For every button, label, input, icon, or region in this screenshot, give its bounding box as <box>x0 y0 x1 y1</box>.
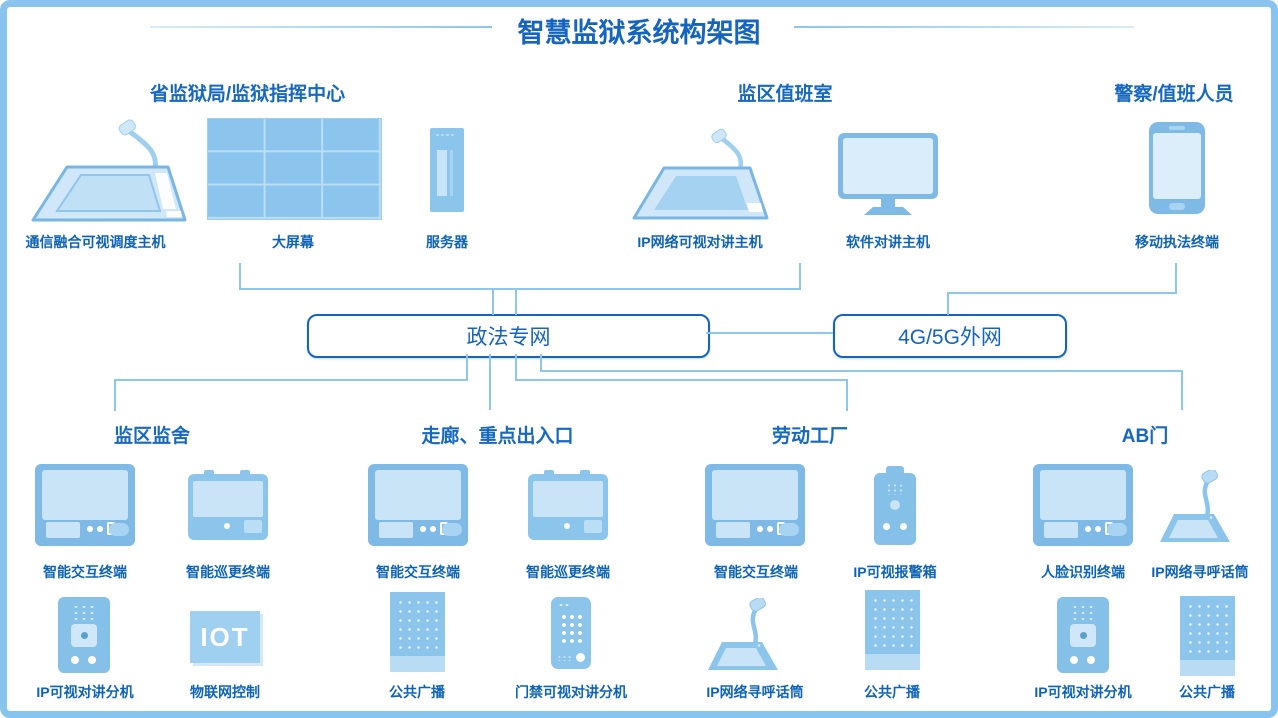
network-label: 政法专网 <box>466 326 551 349</box>
connector-line <box>492 288 494 315</box>
device-label: 服务器 <box>426 234 468 250</box>
door-intercom-icon <box>1057 597 1109 673</box>
device-label: 智能巡更终端 <box>526 564 610 580</box>
group-header-command-center: 省监狱局/监狱指挥中心 <box>149 84 346 105</box>
speaker-panel-icon <box>1180 596 1235 676</box>
device-label: IP网络寻呼话筒 <box>706 684 804 700</box>
connector-line <box>515 379 848 381</box>
network-label: 4G/5G外网 <box>898 326 1002 349</box>
speaker-panel-icon <box>865 590 920 670</box>
iot-box-icon: IOT <box>190 611 260 663</box>
connector-line <box>239 263 241 290</box>
server-icon <box>430 128 464 212</box>
paging-mic-icon <box>700 598 788 674</box>
iot-badge: IOT <box>200 621 250 652</box>
device-label: 门禁可视对讲分机 <box>515 684 627 700</box>
group-header-duty-room: 监区值班室 <box>737 84 833 105</box>
face-terminal-icon <box>1033 464 1133 546</box>
monitor-icon <box>838 133 938 215</box>
patrol-terminal-icon <box>188 470 268 540</box>
network-node-4g5g-external-network: 4G/5G外网 <box>833 314 1067 358</box>
device-label: IP网络可视对讲主机 <box>637 234 763 250</box>
door-intercom-icon <box>58 597 110 673</box>
device-label: 公共广播 <box>389 684 445 700</box>
device-label: 人脸识别终端 <box>1041 564 1125 580</box>
device-label: IP可视对讲分机 <box>36 684 134 700</box>
group-header-police: 警察/值班人员 <box>1114 84 1234 105</box>
device-label: 大屏幕 <box>272 234 314 250</box>
connector-line <box>1181 370 1183 410</box>
device-label: 软件对讲主机 <box>846 234 930 250</box>
keypad-intercom-icon <box>551 597 591 669</box>
patrol-terminal-icon <box>528 470 608 540</box>
speaker-panel-icon <box>390 592 445 672</box>
title-left-rule <box>150 26 492 28</box>
group-header-corridor: 走廊、重点出入口 <box>421 426 574 447</box>
connector-line <box>947 292 1177 294</box>
group-header-ab-gate: AB门 <box>1121 426 1169 447</box>
connector-line <box>466 354 468 381</box>
device-label: 物联网控制 <box>190 684 260 700</box>
network-node-justice-private-network: 政法专网 <box>307 314 710 358</box>
connector-line <box>114 379 468 381</box>
connector-line <box>239 288 801 290</box>
interactive-terminal-icon <box>368 464 468 546</box>
device-label: 智能巡更终端 <box>186 564 270 580</box>
intercom-console-icon <box>622 128 772 223</box>
group-header-cells: 监区监舍 <box>113 426 190 447</box>
paging-mic-icon <box>1152 470 1240 546</box>
connector-line <box>489 354 491 410</box>
connector-line <box>706 332 833 334</box>
device-label: 智能交互终端 <box>714 564 798 580</box>
connector-line <box>799 263 801 290</box>
group-header-factory: 劳动工厂 <box>771 426 848 447</box>
connector-line <box>540 354 542 372</box>
connector-line <box>1175 263 1177 294</box>
device-label: 公共广播 <box>864 684 920 700</box>
connector-line <box>947 292 949 315</box>
page-title: 智慧监狱系统构架图 <box>517 18 761 48</box>
device-label: 智能交互终端 <box>43 564 127 580</box>
dispatch-console-icon <box>15 115 190 227</box>
connector-line <box>114 379 116 411</box>
smartphone-icon <box>1149 122 1205 214</box>
device-label: 智能交互终端 <box>376 564 460 580</box>
connector-line <box>846 379 848 411</box>
title-right-rule <box>794 26 1134 28</box>
device-label: IP可视对讲分机 <box>1034 684 1132 700</box>
device-label: IP可视报警箱 <box>853 564 937 580</box>
alarm-box-icon <box>874 466 916 545</box>
connector-line <box>515 354 517 381</box>
device-label: 公共广播 <box>1179 684 1235 700</box>
device-label: 通信融合可视调度主机 <box>25 234 166 250</box>
interactive-terminal-icon <box>35 464 135 546</box>
video-wall-icon <box>207 118 382 220</box>
connector-line <box>540 370 1183 372</box>
connector-line <box>515 288 517 315</box>
interactive-terminal-icon <box>705 464 805 546</box>
device-label: IP网络寻呼话筒 <box>1151 564 1249 580</box>
device-label: 移动执法终端 <box>1135 234 1219 250</box>
